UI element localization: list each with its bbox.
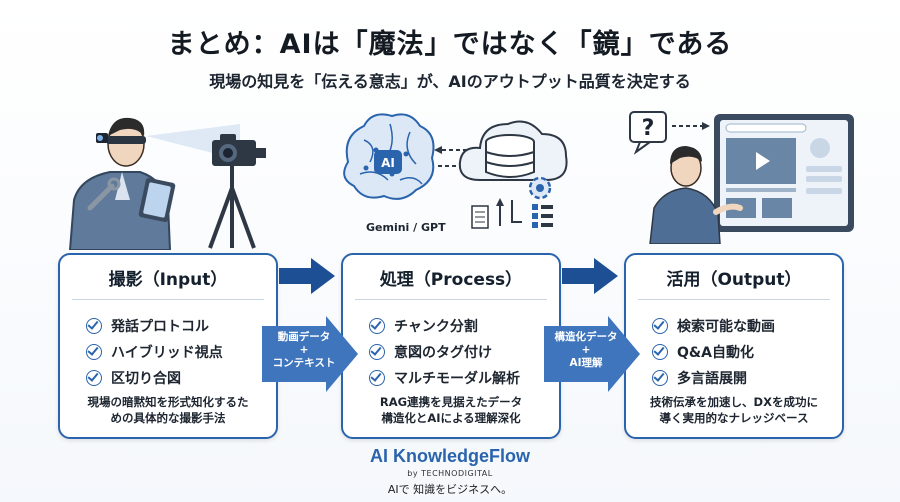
connector-line: コンテキスト: [272, 357, 336, 369]
tagline: AIで 知識をビジネスへ。: [387, 483, 513, 496]
list-item: Q&A自動化: [652, 339, 775, 365]
connector-label: 動画データ + コンテキスト: [262, 331, 346, 370]
list-item: ハイブリッド視点: [86, 339, 223, 365]
card-heading: 撮影（Input）: [108, 270, 228, 290]
list-item-label: Q&A自動化: [677, 345, 754, 361]
list-item: 区切り合図: [86, 365, 223, 391]
connector-line: +: [299, 344, 309, 356]
connector-line: +: [581, 344, 591, 356]
check-icon: [369, 318, 385, 334]
flow-arrow-icon: [562, 258, 618, 294]
card-note: RAG連携を見据えたデータ 構造化とAIによる理解深化: [353, 394, 549, 426]
data-flow-arrow-icon: [544, 316, 640, 392]
connector-line: 構造化データ: [554, 331, 618, 343]
list-item: 発話プロトコル: [86, 313, 223, 339]
ai-processing-illustration: AI: [343, 113, 568, 229]
list-item: チャンク分割: [369, 313, 520, 339]
list-item-label: 検索可能な動画: [677, 319, 775, 335]
flow-arrow-icon: [279, 258, 335, 294]
svg-text:?: ?: [642, 116, 655, 141]
note-line: 構造化とAIによる理解深化: [381, 411, 521, 425]
knowledge-use-illustration: ?: [629, 111, 854, 244]
page-subtitle: 現場の知見を「伝える意志」が、AIのアウトプット品質を決定する: [209, 72, 691, 91]
note-line: めの具体的な撮影手法: [110, 411, 226, 425]
list-item-label: チャンク分割: [394, 319, 478, 335]
list-item-label: マルチモーダル解析: [394, 371, 520, 387]
model-label: Gemini / GPT: [366, 221, 446, 234]
process-card: 処理（Process） チャンク分割 意図のタグ付け マルチモーダル解析 RAG…: [341, 253, 561, 439]
list-item: 意図のタグ付け: [369, 339, 520, 365]
document-icon: [471, 205, 489, 229]
card-divider: [72, 299, 264, 300]
brand-logo: AI KnowledgeFlow: [370, 446, 530, 466]
list-item: マルチモーダル解析: [369, 365, 520, 391]
card-heading: 処理（Process）: [379, 270, 523, 290]
connector-label: 構造化データ + AI理解: [544, 331, 628, 370]
connector-line: AI理解: [569, 357, 603, 369]
data-flow-arrow-icon: [262, 316, 358, 392]
card-note: 技術伝承を加速し、DXを成功に 導く実用的なナレッジベース: [636, 394, 832, 426]
output-card: 活用（Output） 検索可能な動画 Q&A自動化 多言語展開 技術伝承を加速し…: [624, 253, 844, 439]
monitor-icon: [714, 114, 854, 232]
check-icon: [369, 370, 385, 386]
note-line: 技術伝承を加速し、DXを成功に: [650, 395, 818, 409]
card-divider: [355, 299, 547, 300]
wrench-icon: [87, 177, 121, 211]
check-icon: [86, 370, 102, 386]
page-title: まとめ：AIは「魔法」ではなく「鏡」である: [167, 29, 733, 60]
note-line: 導く実用的なナレッジベース: [659, 411, 809, 425]
check-icon: [86, 344, 102, 360]
note-line: RAG連携を見据えたデータ: [379, 395, 523, 409]
list-item: 多言語展開: [652, 365, 775, 391]
note-line: 現場の暗黙知を形式知化するた: [87, 395, 249, 409]
list-item-label: 意図のタグ付け: [394, 345, 492, 361]
person-icon: [649, 146, 743, 244]
camera-icon: [212, 134, 266, 166]
tablet-icon: [138, 177, 176, 223]
check-icon: [652, 370, 668, 386]
flow-arrows-icon: [496, 198, 522, 226]
list-item-label: 発話プロトコル: [111, 319, 209, 335]
check-icon: [652, 318, 668, 334]
list-item: 検索可能な動画: [652, 313, 775, 339]
list-icon: [532, 204, 553, 228]
brand-byline: by TECHNODIGITAL: [407, 469, 493, 478]
database-icon: [485, 134, 535, 178]
input-card: 撮影（Input） 発話プロトコル ハイブリッド視点 区切り合図 現場の暗黙知を…: [58, 253, 278, 439]
connector-line: 動画データ: [277, 331, 331, 343]
check-icon: [86, 318, 102, 334]
list-item-label: ハイブリッド視点: [111, 345, 223, 361]
list-item-label: 区切り合図: [111, 371, 181, 387]
card-note: 現場の暗黙知を形式知化するた めの具体的な撮影手法: [70, 394, 266, 426]
list-item-label: 多言語展開: [677, 371, 747, 387]
check-icon: [369, 344, 385, 360]
card-heading: 活用（Output）: [666, 270, 802, 290]
card-divider: [638, 299, 830, 300]
gear-icon: [528, 176, 552, 200]
question-bubble-icon: ?: [629, 111, 667, 155]
ai-badge-text: AI: [381, 156, 395, 170]
filming-worker-illustration: [68, 117, 266, 250]
check-icon: [652, 344, 668, 360]
